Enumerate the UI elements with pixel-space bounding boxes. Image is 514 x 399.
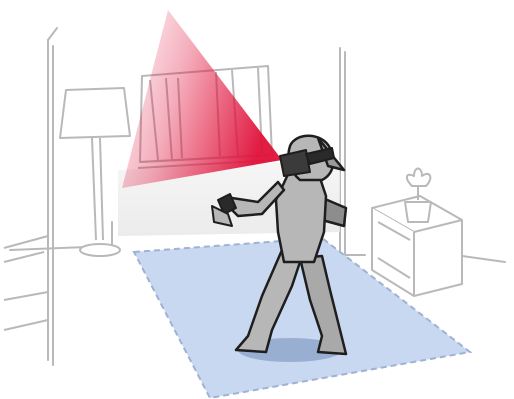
- potted-plant-icon: [405, 169, 431, 223]
- vr-view-cone: [122, 10, 282, 188]
